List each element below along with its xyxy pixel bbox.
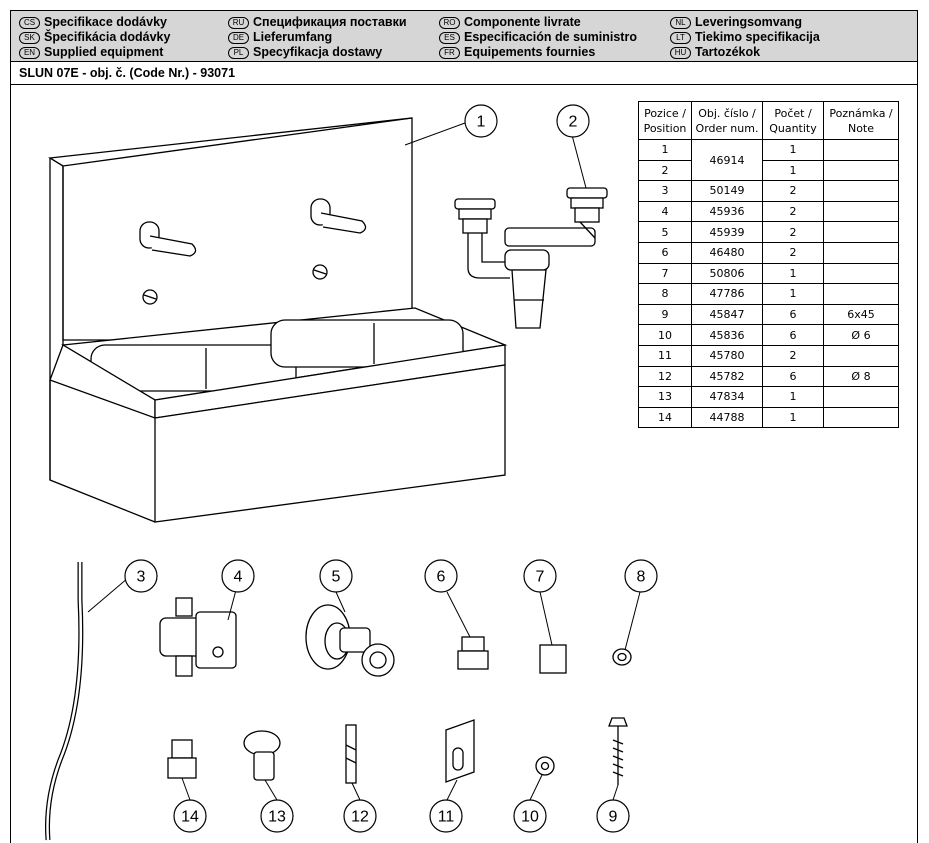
product-title: SLUN 07E - obj. č. (Code Nr.) - 93071 [19,66,236,80]
parts-table: Pozice /Position Obj. číslo /Order num. … [638,101,899,429]
callout-9: 9 [609,809,618,826]
lang-label-cs: Specifikace dodávky [44,15,167,29]
lang-label-fr: Equipements fournies [464,45,596,59]
lang-fr: FR Equipements fournies [439,45,595,60]
lang-label-es: Especificación de suministro [464,30,637,44]
col-position: Pozice /Position [638,101,692,140]
sink-drawing [48,117,508,523]
lang-label-pl: Specyfikacja dostawy [253,45,383,59]
table-header-row: Pozice /Position Obj. číslo /Order num. … [638,101,899,140]
callout-10: 10 [521,809,539,826]
key-drawing [243,730,281,781]
solenoid-valve-drawing [159,597,237,677]
lang-badge-sk: SK [19,31,40,44]
lang-en: EN Supplied equipment [19,45,163,60]
title-bar: SLUN 07E - obj. č. (Code Nr.) - 93071 [10,61,918,85]
bracket-drawing [445,719,475,783]
lang-ru: RU Спецификация поставки [228,15,407,30]
callout-4: 4 [234,569,243,586]
washer-8-drawing [612,648,632,666]
lang-es: ES Especificación de suministro [439,30,637,45]
lang-label-ru: Спецификация поставки [253,15,407,29]
lang-hu: HU Tartozékok [670,45,760,60]
lang-lt: LT Tiekimo specifikacija [670,30,820,45]
callout-6: 6 [437,569,446,586]
lang-label-de: Lieferumfang [253,30,333,44]
washer-10-drawing [535,756,555,776]
lang-badge-cs: CS [19,16,40,29]
callouts [124,104,658,833]
lang-nl: NL Leveringsomvang [670,15,802,30]
col-note: Poznámka /Note [823,101,899,140]
lang-badge-pl: PL [228,46,249,59]
lang-label-ro: Componente livrate [464,15,581,29]
fitting-6-drawing [457,636,489,670]
siphon-drawing [454,187,608,329]
nut-drawing [539,644,567,674]
leader-lines [87,122,641,801]
language-header: CS Specifikace dodávky SK Špecifikácia dod… [10,10,918,62]
nipple-drawing [167,739,197,779]
callout-12: 12 [351,809,369,826]
lang-pl: PL Specyfikacja dostawy [228,45,382,60]
lang-label-lt: Tiekimo specifikacija [695,30,820,44]
lang-sk: SK Špecifikácia dodávky [19,30,170,45]
lang-badge-en: EN [19,46,40,59]
lang-badge-nl: NL [670,16,691,29]
callout-1: 1 [477,114,486,131]
angle-valve-drawing [305,604,395,677]
callout-5: 5 [332,569,341,586]
callout-8: 8 [637,569,646,586]
lang-badge-ro: RO [439,16,460,29]
callout-3: 3 [137,569,146,586]
lang-ro: RO Componente livrate [439,15,581,30]
dowel-drawing [345,724,357,784]
callout-11: 11 [438,809,455,826]
lang-badge-de: DE [228,31,249,44]
lang-badge-lt: LT [670,31,691,44]
lang-label-en: Supplied equipment [44,45,164,59]
lang-de: DE Lieferumfang [228,30,332,45]
lang-label-sk: Špecifikácia dodávky [44,30,171,44]
lang-badge-fr: FR [439,46,460,59]
callout-13: 13 [268,809,286,826]
callout-2: 2 [569,114,578,131]
callout-7: 7 [536,569,545,586]
lang-label-nl: Leveringsomvang [695,15,802,29]
lang-cs: CS Specifikace dodávky [19,15,167,30]
callout-14: 14 [181,809,199,826]
lang-badge-ru: RU [228,16,249,29]
screw-drawing [608,717,628,785]
lang-badge-hu: HU [670,46,691,59]
lang-badge-es: ES [439,31,460,44]
lang-label-hu: Tartozékok [695,45,761,59]
